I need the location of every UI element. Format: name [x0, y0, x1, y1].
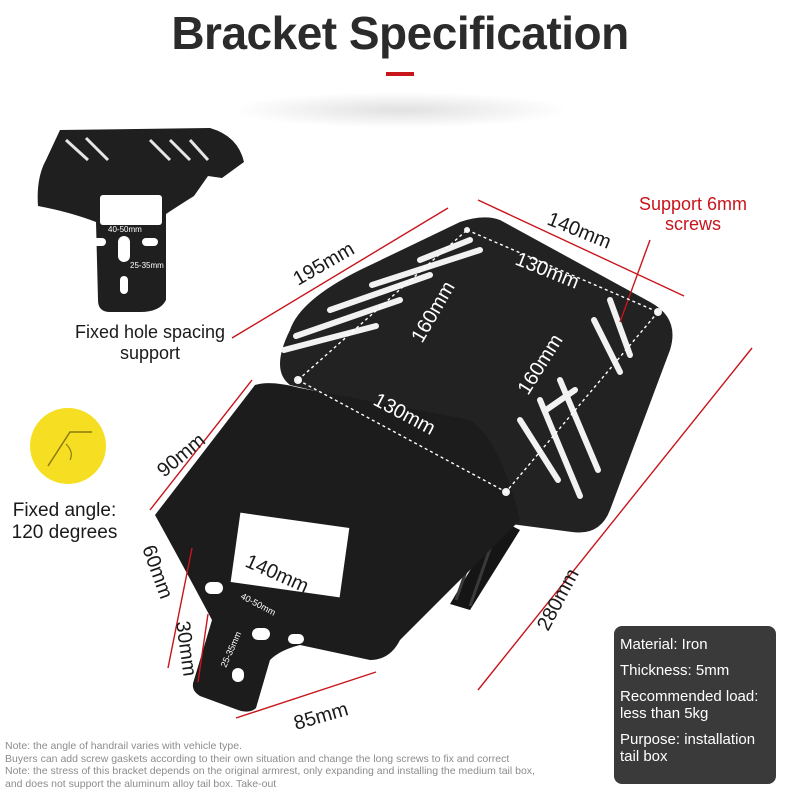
note-line-4: and does not support the aluminum alloy …: [5, 777, 277, 790]
note-line-2: Buyers can add screw gaskets according t…: [5, 752, 510, 765]
dim-mount-lower: 30mm: [171, 620, 201, 678]
spec-material: Material: Iron: [620, 636, 708, 653]
inset-bracket: 40-50mm 25-35mm: [37, 128, 244, 312]
main-bracket: [155, 217, 673, 712]
angle-indicator: [30, 408, 106, 484]
dim-mount-height: 60mm: [137, 542, 177, 602]
dim-overall-length: 280mm: [533, 565, 584, 634]
blurred-subtitle: [230, 92, 570, 128]
title-underline: [386, 72, 414, 76]
dim-mount-base: 85mm: [291, 698, 350, 734]
page-title: Bracket Specification: [171, 7, 629, 59]
spec-box: Material: Iron Thickness: 5mm Recommende…: [614, 626, 776, 784]
spec-purpose: Purpose: installation tail box: [620, 731, 756, 765]
note-line-3: Note: the stress of this bracket depends…: [5, 765, 535, 777]
dimension-lines: [149, 199, 753, 719]
support-screws-callout: Support 6mm screws: [638, 194, 748, 234]
note-line-1: Note: the angle of handrail varies with …: [5, 740, 242, 752]
hole-spacing-lines: [297, 229, 659, 493]
inset-slot-b-label: 25-35mm: [130, 261, 164, 270]
angle-icon: [47, 431, 92, 467]
spec-thickness: Thickness: 5mm: [620, 662, 730, 679]
inset-slot-a-label: 40-50mm: [108, 225, 142, 234]
fixed-angle-callout: Fixed angle: 120 degrees: [11, 500, 118, 543]
fixed-hole-callout: Fixed hole spacing support: [74, 322, 226, 363]
notes-block: Note: the angle of handrail varies with …: [5, 740, 625, 790]
spec-load: Recommended load: less than 5kg: [620, 688, 759, 722]
